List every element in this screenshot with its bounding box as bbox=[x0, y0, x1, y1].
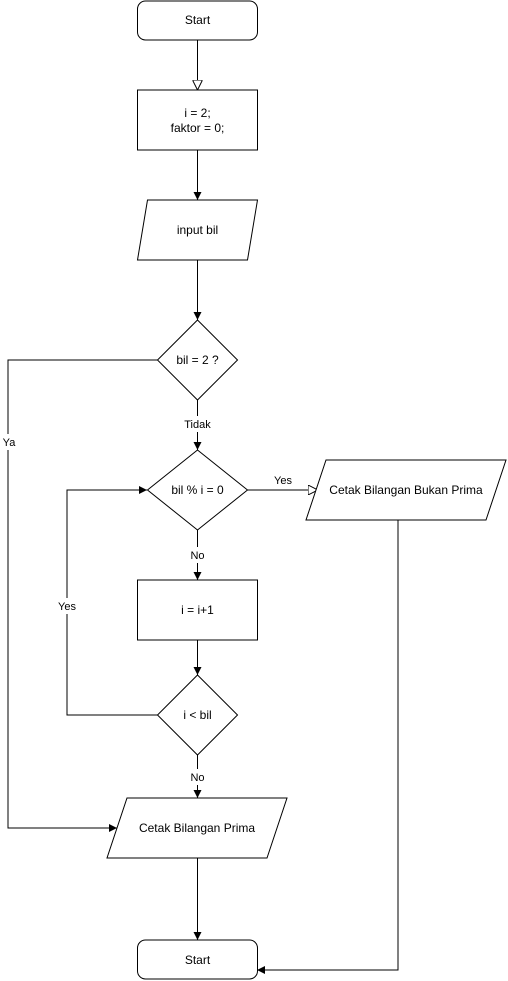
node-output-prima-label: Cetak Bilangan Prima bbox=[139, 821, 255, 835]
node-init: i = 2; faktor = 0; bbox=[137, 89, 258, 151]
node-decision-mod: bil % i = 0 bbox=[146, 449, 249, 531]
node-decision-less: i < bil bbox=[156, 674, 239, 756]
edge-label-ya: Ya bbox=[3, 437, 17, 449]
edge-dec-bil2-ya-to-output-prima bbox=[7, 359, 158, 832]
node-decision-mod-label: bil % i = 0 bbox=[171, 483, 224, 497]
node-decision-less-label: i < bil bbox=[183, 708, 211, 722]
node-start-label: Start bbox=[185, 13, 211, 27]
node-decision-bil2: bil = 2 ? bbox=[156, 319, 239, 401]
node-increment-label: i = i+1 bbox=[181, 603, 214, 617]
node-input: input bil bbox=[136, 199, 259, 261]
node-increment: i = i+1 bbox=[137, 579, 258, 641]
node-start: Start bbox=[137, 0, 258, 41]
node-init-line2: faktor = 0; bbox=[171, 121, 225, 135]
edge-label-no-less: No bbox=[190, 772, 204, 784]
node-output-bukan-prima-label: Cetak Bilangan Bukan Prima bbox=[329, 483, 483, 497]
node-decision-bil2-label: bil = 2 ? bbox=[176, 353, 219, 367]
node-output-bukan-prima: Cetak Bilangan Bukan Prima bbox=[305, 459, 507, 521]
edge-label-no-mod: No bbox=[190, 550, 204, 562]
edge-label-yes-loop: Yes bbox=[58, 601, 76, 613]
edge-output-bukan-to-end bbox=[257, 520, 399, 974]
node-init-line1: i = 2; bbox=[184, 106, 210, 120]
node-end-label: Start bbox=[185, 953, 211, 967]
node-end: Start bbox=[137, 939, 258, 980]
node-output-prima: Cetak Bilangan Prima bbox=[106, 797, 288, 859]
edge-label-yes-mod: Yes bbox=[274, 475, 292, 487]
edge-label-tidak: Tidak bbox=[184, 419, 211, 431]
node-input-label: input bil bbox=[177, 223, 218, 237]
